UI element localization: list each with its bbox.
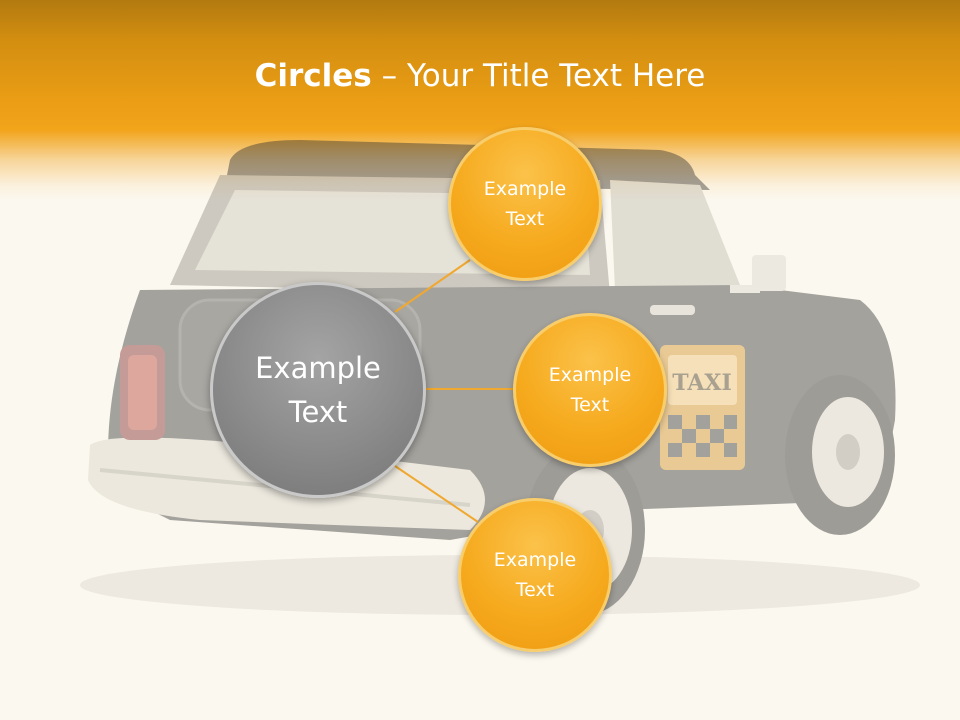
outer-circle-label: Example Text (483, 178, 567, 230)
outer-circle-label: Example Text (493, 549, 577, 601)
outer-circle-label: Example Text (548, 364, 632, 416)
page-title: Circles – Your Title Text Here (0, 54, 960, 98)
connector-line (394, 465, 479, 523)
title-rest: – Your Title Text Here (371, 58, 706, 94)
outer-circle-top[interactable]: Example Text (448, 127, 602, 281)
outer-circle-middle[interactable]: Example Text (513, 313, 667, 467)
title-bold: Circles (254, 58, 372, 94)
center-circle-label: Example Text (255, 351, 381, 429)
outer-circle-bottom[interactable]: Example Text (458, 498, 612, 652)
center-circle[interactable]: Example Text (210, 282, 426, 498)
connector-line (394, 259, 471, 313)
taxi-sign-text: TAXI (672, 370, 732, 396)
